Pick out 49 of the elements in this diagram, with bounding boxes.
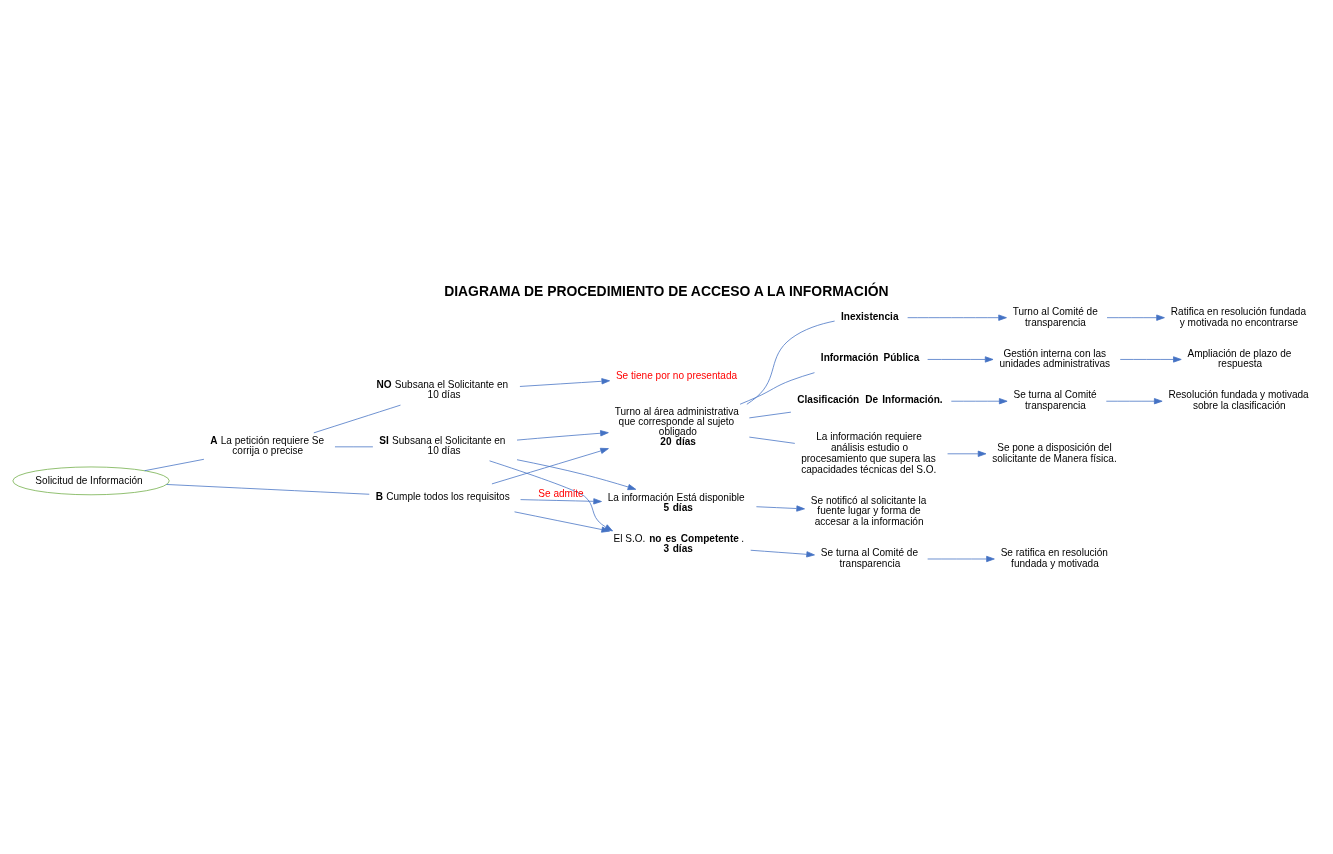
node-text: Ampliación de plazo de respuesta [1187, 347, 1292, 369]
arrow [520, 497, 602, 504]
connector [144, 458, 205, 471]
connector [313, 404, 401, 433]
arrow [491, 447, 609, 484]
node-text: Ratifica en resolución fundada y motivada no encontrarse [1170, 305, 1307, 328]
node-text: La información Está disponible 5 días [607, 491, 745, 513]
connector [166, 483, 370, 495]
node-text: Se ratifica en resolución fundada y motivada [1000, 546, 1108, 569]
arrow [514, 510, 610, 533]
node-text: El S.O. no es Competente. 3 días [613, 532, 744, 554]
node-text: Se notificó al solicitante la fuente lugar y forma de accesar a la información [810, 494, 927, 527]
connector [748, 411, 792, 418]
node-text: Clasificación De Información. [797, 393, 943, 405]
arrow [950, 397, 1008, 404]
node-text: Turno al área administrativa que corresponde al sujeto obligado 20 días [614, 405, 739, 447]
arrow [756, 504, 805, 512]
arrow [489, 459, 613, 531]
node-text: SI Subsana el Solicitante en 10 días [379, 434, 506, 456]
node-text: Información Pública [820, 351, 920, 363]
node-text: NO Subsana el Solicitante en 10 días [376, 378, 509, 400]
node-text: Inexistencia [840, 310, 899, 322]
arrow [1119, 355, 1182, 363]
arrow [750, 549, 815, 557]
node-text: Gestión interna con las unidades administrativas [999, 347, 1111, 369]
edge-label: Se admite [538, 487, 584, 499]
node-text: A La petición requiere Se corrija o precise [210, 434, 325, 456]
node-text: Se pone a disposición del solicitante de Manera física. [992, 441, 1117, 464]
arrow [516, 458, 637, 490]
node-ellipse: Solicitud de Información [12, 466, 170, 495]
connector [748, 436, 796, 444]
arrow [927, 355, 994, 363]
node-text: Se turna al Comité de transparencia [820, 546, 919, 569]
connector [739, 371, 815, 405]
node-text: B Cumple todos los requisitos [375, 490, 510, 502]
arrow [519, 377, 610, 387]
arrow [947, 450, 987, 457]
arrow [927, 555, 995, 562]
arrow [516, 429, 609, 440]
diagram-title: DIAGRAMA DE PROCEDIMIENTO DE ACCESO A LA INFORMACIÓN [444, 282, 889, 299]
node-text: Se tiene por no presentada [615, 369, 738, 381]
connector [746, 320, 835, 405]
node-text: Se turna al Comité transparencia [1013, 388, 1097, 411]
arrow [1106, 314, 1165, 321]
node-text: La información requiere análisis estudio o procesamiento que supera las capacidades técnicas del S.O. [801, 430, 937, 475]
arrow [907, 314, 1007, 321]
node-text: Resolución fundada y motivada sobre la clasificación [1168, 388, 1309, 411]
arrow [1105, 397, 1163, 404]
node-text: Turno al Comité de transparencia [1012, 305, 1098, 328]
